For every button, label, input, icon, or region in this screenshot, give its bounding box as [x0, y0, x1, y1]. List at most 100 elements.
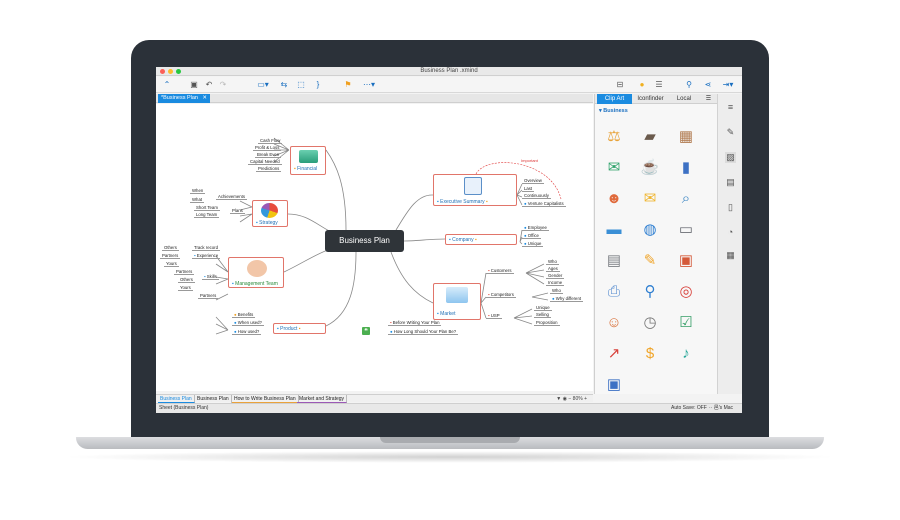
task-icon[interactable]: ▦ — [726, 250, 735, 260]
status-autosave[interactable]: Auto Save: OFF — [671, 405, 707, 411]
management-partners-1[interactable]: Partners — [160, 253, 181, 259]
topic-product[interactable]: ▪ Product ▪ — [273, 323, 326, 334]
management-yours-1[interactable]: Yours — [164, 261, 179, 267]
mindmap-canvas[interactable]: Business Plan ▪ Financial Cash Flow Prof… — [156, 104, 593, 391]
financial-item-profit-loss[interactable]: Profit & Loss — [253, 145, 282, 151]
usp-proposition[interactable]: Proposition — [534, 320, 560, 326]
filter-icon[interactable]: ▼ — [556, 396, 562, 402]
usp-selling[interactable]: Selling — [534, 312, 551, 318]
export-icon[interactable]: ⇥▾ — [722, 80, 734, 89]
management-skills[interactable]: ▪ Skills — [202, 274, 219, 280]
product-when-used[interactable]: ● When used? — [232, 320, 264, 326]
customer-income[interactable]: Income — [546, 280, 565, 286]
search-document-icon[interactable]: ⌕ — [681, 189, 691, 207]
zoom-out-icon[interactable]: − — [568, 396, 572, 402]
customer-gender[interactable]: Gender — [546, 273, 565, 279]
scale-icon[interactable]: ⚖ — [607, 128, 621, 145]
sheet-tab-1[interactable]: Business Plan — [158, 395, 195, 403]
icons-icon[interactable]: ▤ — [726, 177, 735, 187]
redo-icon[interactable]: ↷ — [219, 80, 227, 89]
support-agent-icon[interactable]: ☻ — [606, 189, 622, 207]
sheet-tab-4[interactable]: Market and Strategy — [297, 395, 348, 403]
coffee-icon[interactable]: ☕ — [640, 159, 660, 176]
panel-menu-icon[interactable]: ☰ — [705, 96, 712, 102]
printer-icon[interactable]: ⎙ — [607, 282, 620, 300]
strategy-what[interactable]: What — [190, 197, 205, 203]
executive-venture-capitalists[interactable]: ● Venture Capitalists — [522, 201, 566, 207]
marker-icon[interactable]: ⚑ — [344, 80, 352, 89]
topic-financial[interactable]: ▪ Financial — [290, 146, 326, 175]
address-book-icon[interactable]: ▮ — [681, 159, 691, 176]
topic-strategy[interactable]: ▪ Strategy — [252, 200, 288, 227]
summary-icon[interactable]: } — [316, 80, 320, 89]
management-partners-2[interactable]: Partners — [174, 269, 195, 275]
zoom-level[interactable]: 80% — [572, 396, 583, 402]
topic-company[interactable]: ▪ Company ▪ — [445, 234, 517, 245]
comment-icon[interactable]: ◔ — [727, 227, 734, 237]
share-icon[interactable]: ⋖ — [704, 80, 712, 89]
close-tab-icon[interactable]: ✕ — [202, 95, 207, 101]
save-icon[interactable]: ▣ — [190, 80, 198, 89]
chart-up-icon[interactable]: ↗ — [607, 345, 621, 362]
globe-icon[interactable]: ◍ — [643, 221, 657, 238]
microphone-icon[interactable]: ♪ — [682, 344, 690, 362]
magnifier-icon[interactable]: ⚲ — [644, 283, 656, 300]
financial-item-predictions[interactable]: Predictions — [256, 166, 282, 172]
executive-continuously[interactable]: Continuously — [522, 193, 551, 199]
notes-icon[interactable]: ▯ — [728, 202, 733, 212]
company-unique[interactable]: ● Unique — [522, 241, 544, 247]
strategy-short-team[interactable]: Short Team — [194, 205, 220, 211]
image-icon[interactable]: ▨ — [725, 152, 736, 163]
management-partners-3[interactable]: Partners — [198, 293, 219, 299]
executive-overview[interactable]: Overview — [522, 178, 544, 184]
product-how-used[interactable]: ● How used? — [232, 329, 262, 335]
sheet-tab-2[interactable]: Business Plan — [195, 395, 232, 403]
idea-icon[interactable]: ● — [639, 80, 645, 89]
zoom-in-icon[interactable]: + — [584, 396, 587, 402]
floating-how-long[interactable]: ● How Long Should Your Plan Be? — [388, 329, 459, 335]
company-office[interactable]: ● Office — [522, 233, 541, 239]
close-window-button[interactable] — [160, 69, 165, 74]
floating-before-writing[interactable]: ▪ Before Writing Your Plan — [388, 320, 442, 326]
management-track-record[interactable]: Track record — [192, 245, 220, 251]
presentation-icon[interactable]: ▣ — [678, 252, 694, 269]
strategy-long-team[interactable]: Long Team — [194, 212, 220, 218]
central-topic[interactable]: Business Plan — [325, 230, 404, 252]
customer-who[interactable]: Who — [546, 259, 559, 265]
sheet-tab-3[interactable]: How to Write Business Plan — [232, 395, 299, 403]
coin-icon[interactable]: $ — [645, 344, 655, 362]
market-customers[interactable]: ▪ Customers — [486, 268, 514, 274]
gantt-icon[interactable]: ☰ — [655, 80, 663, 89]
usp-unique[interactable]: Unique — [534, 305, 552, 311]
envelope-icon[interactable]: ✉ — [643, 190, 657, 207]
market-usp[interactable]: ▪ USP — [486, 313, 502, 319]
tab-local[interactable]: Local — [676, 96, 692, 102]
financial-item-capital-needed[interactable]: Capital Needed — [248, 159, 282, 165]
competitor-why-different[interactable]: ● Why different — [550, 296, 584, 302]
management-others-2[interactable]: Others — [178, 277, 195, 283]
more-icon[interactable]: ⋯▾ — [362, 80, 375, 89]
search-icon[interactable]: ⚲ — [686, 80, 692, 89]
view-icon[interactable]: ◉ — [562, 396, 567, 402]
window-icon[interactable]: ▣ — [606, 376, 622, 393]
strategy-achievements[interactable]: Achievements — [216, 194, 247, 200]
present-icon[interactable]: ⊟ — [616, 80, 624, 89]
strategy-when[interactable]: When — [190, 188, 206, 194]
folder-icon[interactable]: ▬ — [606, 220, 622, 238]
customer-ages[interactable]: Ages — [546, 266, 560, 272]
product-benefits[interactable]: ● Benefits — [232, 312, 256, 318]
topic-management-team[interactable]: ▪ Management Team — [228, 257, 284, 288]
management-yours-2[interactable]: Yours — [178, 285, 193, 291]
management-experience[interactable]: ▪ Experience — [192, 253, 221, 259]
tab-iconfinder[interactable]: Iconfinder — [637, 96, 664, 102]
undo-icon[interactable]: ↶ — [205, 80, 213, 89]
team-icon[interactable]: ☺ — [606, 313, 622, 331]
financial-item-cash-flow[interactable]: Cash Flow — [258, 138, 283, 144]
relationship-note[interactable]: Important — [521, 158, 538, 163]
strategy-plans[interactable]: Plans — [230, 208, 245, 214]
boundary-icon[interactable]: ⬚ — [297, 80, 305, 89]
executive-last[interactable]: Last — [522, 186, 535, 192]
calculator-icon[interactable]: ▦ — [678, 128, 694, 145]
pencil-icon[interactable]: ✎ — [643, 252, 657, 269]
inbox-icon[interactable]: ▭ — [678, 221, 694, 238]
